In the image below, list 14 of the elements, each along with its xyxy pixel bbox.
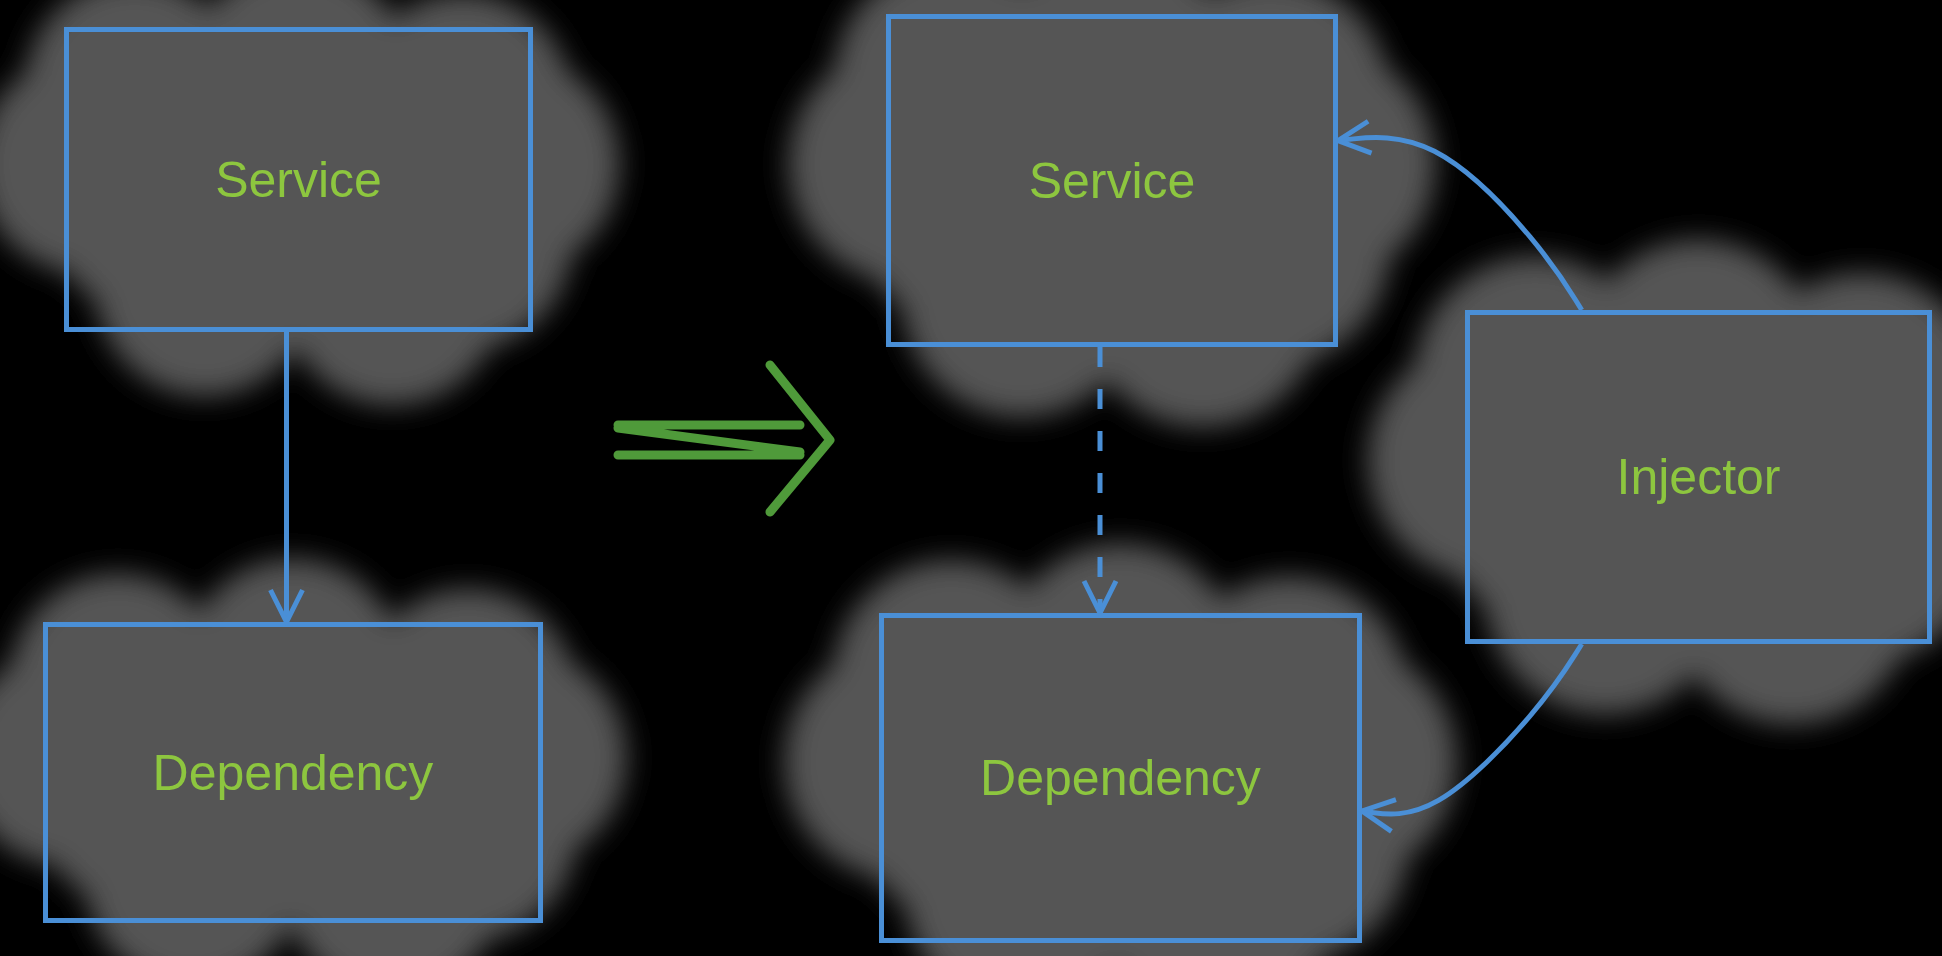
node-label: Injector (1616, 448, 1781, 506)
process-box (879, 613, 1362, 943)
node-label: Dependency (980, 749, 1261, 807)
process-box (43, 622, 543, 923)
arrow (268, 332, 305, 625)
process-box (1465, 310, 1932, 644)
arrow (1335, 118, 1584, 312)
node-label: Service (215, 150, 382, 209)
node-label: Dependency (152, 743, 434, 802)
arrow (1359, 642, 1584, 834)
node-label: Service (1028, 151, 1196, 210)
process-box (64, 27, 533, 332)
process-box (886, 14, 1338, 347)
arrow (1081, 347, 1119, 616)
